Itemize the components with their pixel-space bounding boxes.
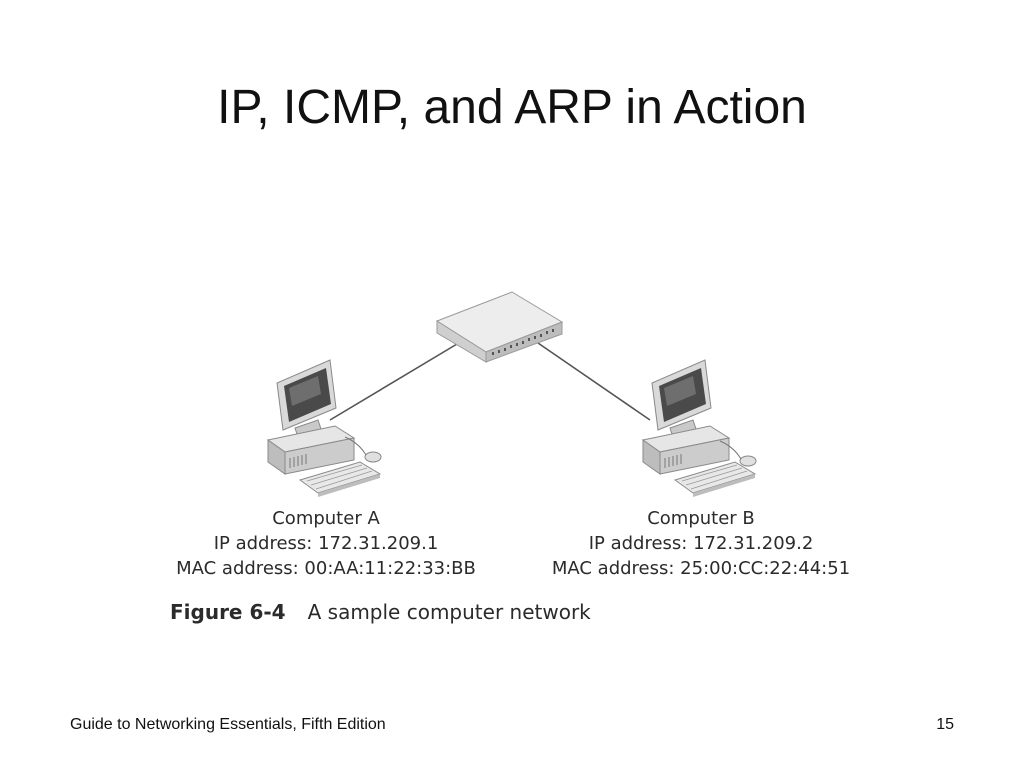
switch-icon xyxy=(435,291,564,363)
computer-a-label: Computer A IP address: 172.31.209.1 MAC … xyxy=(156,506,496,581)
computer-b-icon xyxy=(641,359,757,497)
figure-caption: Figure 6-4 A sample computer network xyxy=(170,600,591,624)
computer-a-icon xyxy=(266,359,382,497)
slide-title: IP, ICMP, and ARP in Action xyxy=(217,81,807,134)
cable-a xyxy=(329,343,458,421)
figure-caption-text: A sample computer network xyxy=(307,600,591,624)
computer-a-ip: IP address: 172.31.209.1 xyxy=(213,533,439,554)
figure-number: Figure 6-4 xyxy=(170,600,286,624)
computer-b-ip: IP address: 172.31.209.2 xyxy=(588,533,814,554)
cable-b xyxy=(537,342,651,421)
page-number: 15 xyxy=(936,716,954,733)
computer-b-label: Computer B IP address: 172.31.209.2 MAC … xyxy=(531,506,871,581)
footer-source: Guide to Networking Essentials, Fifth Ed… xyxy=(70,716,386,733)
computer-a-name: Computer A xyxy=(272,508,380,529)
computer-b-name: Computer B xyxy=(647,508,755,529)
computer-b-mac: MAC address: 25:00:CC:22:44:51 xyxy=(551,558,851,579)
computer-a-mac: MAC address: 00:AA:11:22:33:BB xyxy=(176,558,476,579)
